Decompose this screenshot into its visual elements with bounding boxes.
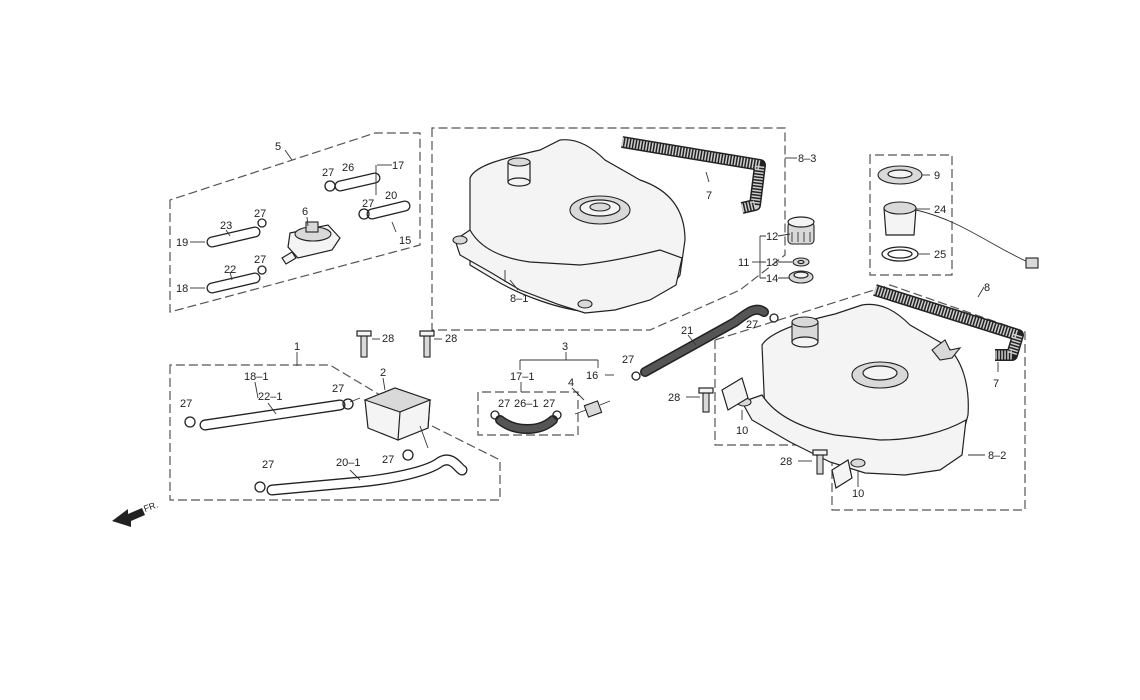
callout-labels: 5 6 17 26 27 20 27 15 23 27 19 22 27 18 … [142, 141, 1006, 514]
label-6: 6 [302, 206, 308, 218]
frame-group-5 [169, 132, 421, 313]
label-27-c: 27 [254, 208, 266, 220]
tank-strap-left [621, 136, 766, 214]
label-27-a: 27 [322, 167, 334, 179]
label-28-b: 28 [445, 333, 457, 345]
label-27-e: 27 [180, 398, 192, 410]
bolts-28 [356, 330, 828, 475]
label-24: 24 [934, 204, 946, 216]
label-23: 23 [220, 220, 232, 232]
frame-group-1 [169, 364, 501, 501]
fuel-pump-2 [349, 387, 432, 449]
label-27-k: 27 [622, 354, 634, 366]
frame-pump-parts [869, 154, 953, 276]
label-27-b: 27 [362, 198, 374, 210]
label-11: 11 [738, 257, 749, 269]
label-10-a: 10 [736, 425, 748, 437]
label-28-d: 28 [780, 456, 792, 468]
label-18: 18 [176, 283, 188, 295]
label-8-3: 8–3 [798, 153, 816, 165]
hoses-group-5 [206, 172, 411, 294]
label-16: 16 [586, 370, 598, 382]
frame-tank-right [714, 284, 1026, 511]
label-1: 1 [294, 341, 300, 353]
label-27-l: 27 [746, 319, 758, 331]
label-27-j: 27 [543, 398, 555, 410]
label-28-a: 28 [382, 333, 394, 345]
label-4: 4 [568, 377, 574, 389]
label-7-a: 7 [706, 190, 712, 202]
label-25: 25 [934, 249, 946, 261]
hose-21 [631, 304, 779, 381]
label-26-1: 26–1 [514, 398, 538, 410]
label-2: 2 [380, 367, 386, 379]
label-8-1: 8–1 [510, 293, 528, 305]
label-21: 21 [681, 325, 693, 337]
frame-group-3 [477, 391, 579, 436]
label-28-c: 28 [668, 392, 680, 404]
label-9: 9 [934, 170, 940, 182]
label-18-1: 18–1 [244, 371, 268, 383]
label-27-i: 27 [498, 398, 510, 410]
group-frames [169, 127, 1026, 511]
label-3: 3 [562, 341, 568, 353]
washers-10 [721, 377, 853, 489]
fuel-cock-6 [281, 221, 341, 265]
label-5: 5 [275, 141, 281, 153]
front-arrow-icon [112, 508, 145, 527]
label-17: 17 [392, 160, 404, 172]
label-27-g: 27 [382, 454, 394, 466]
label-19: 19 [176, 237, 188, 249]
label-22-1: 22–1 [258, 391, 282, 403]
fuel-tank-right [736, 303, 969, 476]
label-12: 12 [766, 231, 778, 243]
leader-lines [190, 149, 999, 487]
cap-parts [787, 216, 815, 284]
label-20: 20 [385, 190, 397, 202]
pump-parts [877, 165, 1039, 269]
label-15: 15 [399, 235, 411, 247]
label-8: 8 [984, 282, 990, 294]
frame-tank-left [431, 127, 786, 331]
label-front: FR. [142, 500, 159, 514]
label-22: 22 [224, 264, 236, 276]
label-14: 14 [766, 273, 778, 285]
hoses-group-1 [184, 398, 468, 496]
label-27-d: 27 [254, 254, 266, 266]
hose-26-1 [490, 410, 562, 434]
fuel-tank-left [452, 139, 686, 314]
filter-4 [574, 400, 611, 418]
label-20-1: 20–1 [336, 457, 360, 469]
label-17-1: 17–1 [510, 371, 534, 383]
label-10-b: 10 [852, 488, 864, 500]
label-7-b: 7 [993, 378, 999, 390]
tank-strap-right [873, 284, 1024, 361]
label-8-2: 8–2 [988, 450, 1006, 462]
label-13: 13 [766, 257, 778, 269]
label-27-h: 27 [262, 459, 274, 471]
label-27-f: 27 [332, 383, 344, 395]
label-26: 26 [342, 162, 354, 174]
